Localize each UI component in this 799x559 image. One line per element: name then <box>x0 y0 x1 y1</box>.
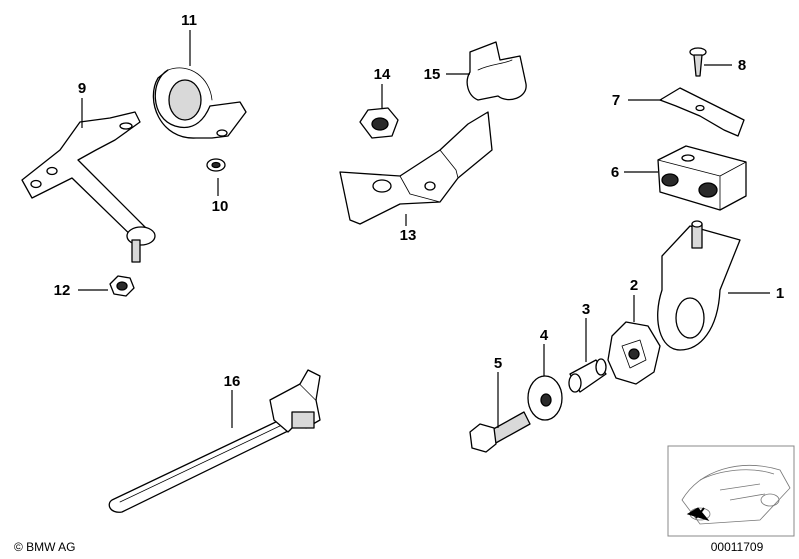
part-11-clamp <box>152 67 247 139</box>
copyright-label: © BMW AG <box>14 540 76 554</box>
part-13-plate <box>339 111 493 225</box>
part-16-cable-tie <box>108 369 321 513</box>
callout-3: 3 <box>582 301 590 318</box>
part-1-bracket <box>657 220 741 351</box>
callout-1: 1 <box>776 285 784 302</box>
vehicle-locator-thumbnail <box>667 445 795 537</box>
callout-16: 16 <box>224 373 241 390</box>
callout-labels: 11 9 10 12 14 15 13 8 7 6 1 2 3 4 5 16 <box>54 12 785 390</box>
callout-8: 8 <box>738 57 746 74</box>
callout-12: 12 <box>54 282 71 299</box>
part-14-nut <box>359 107 399 139</box>
part-4-washer <box>527 375 563 421</box>
part-15-clip <box>466 41 527 101</box>
callout-13: 13 <box>400 227 417 244</box>
callout-15: 15 <box>424 66 441 83</box>
part-2-bushing <box>607 321 661 385</box>
callout-11: 11 <box>181 12 197 29</box>
part-9-bracket <box>21 111 156 263</box>
part-10-washer <box>206 158 226 172</box>
part-7-clip <box>659 87 745 137</box>
callout-2: 2 <box>630 277 638 294</box>
part-5-bolt <box>469 411 531 453</box>
callout-9: 9 <box>78 80 86 97</box>
callout-7: 7 <box>612 92 620 109</box>
part-6-block <box>657 145 747 211</box>
part-3-sleeve <box>568 358 607 393</box>
callout-6: 6 <box>611 164 619 181</box>
callout-4: 4 <box>540 327 549 344</box>
locator-arrow-icon <box>686 507 710 521</box>
part-8-screw <box>689 47 707 77</box>
callout-5: 5 <box>494 355 502 372</box>
callout-10: 10 <box>212 198 229 215</box>
callout-14: 14 <box>374 66 391 83</box>
leader-lines <box>78 30 770 428</box>
part-12-nut <box>109 275 135 297</box>
diagram-number: 00011709 <box>711 540 764 554</box>
